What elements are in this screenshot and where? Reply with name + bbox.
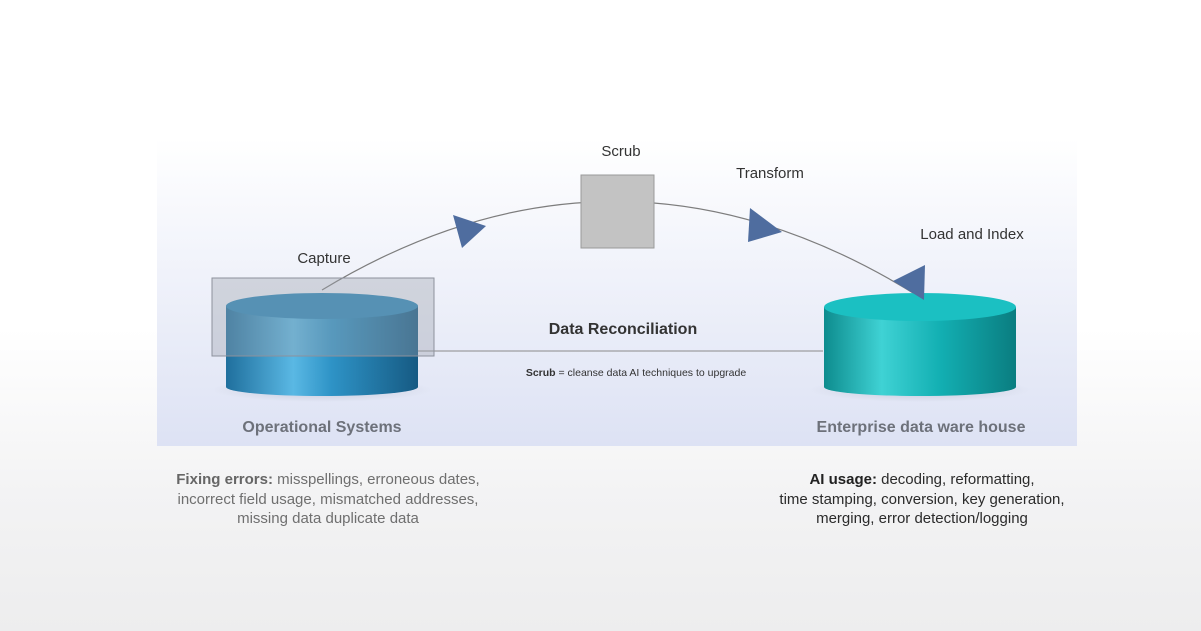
- ai-usage-line-2: time stamping, conversion, key generatio…: [779, 490, 1065, 508]
- source-cylinder: [212, 293, 432, 402]
- fixing-errors-note: Fixing errors: misspellings, erroneous d…: [118, 470, 538, 529]
- source-label: Operational Systems: [242, 419, 401, 436]
- ai-usage-text-1: decoding, reformatting,: [876, 471, 1035, 488]
- fixing-errors-heading: Fixing errors:: [176, 471, 273, 488]
- capture-frame: [211, 277, 435, 357]
- ai-usage-line-1: AI usage: decoding, reformatting,: [712, 470, 1132, 490]
- ai-usage-line-3: merging, error detection/logging: [816, 510, 1028, 527]
- scrub-definition-term: Scrub: [526, 367, 556, 379]
- capture-arrow-icon: [453, 215, 486, 248]
- target-label: Enterprise data ware house: [817, 419, 1026, 436]
- ai-usage-note: AI usage: decoding, reformatting, time s…: [712, 470, 1132, 529]
- fixing-errors-line-2: incorrect field usage, mismatched addres…: [177, 490, 479, 508]
- scrub-box: [580, 174, 655, 249]
- fixing-errors-line-1: Fixing errors: misspellings, erroneous d…: [118, 470, 538, 490]
- target-cylinder: [810, 293, 1030, 402]
- fixing-errors-text-1: misspellings, erroneous dates,: [272, 471, 480, 488]
- scrub-definition-text: = cleanse data AI techniques to upgrade: [556, 367, 747, 379]
- step-label-load: Load and Index: [920, 226, 1024, 243]
- fixing-errors-line-3: missing data duplicate data: [237, 510, 419, 527]
- step-label-scrub: Scrub: [601, 143, 640, 160]
- step-label-transform: Transform: [736, 165, 804, 182]
- load-arrow-icon: [893, 265, 925, 300]
- transform-arrow-icon: [748, 208, 782, 242]
- step-label-capture: Capture: [297, 250, 350, 267]
- scrub-definition: Scrub = cleanse data AI techniques to up…: [526, 367, 747, 379]
- ai-usage-heading: AI usage:: [809, 471, 877, 488]
- reconciliation-title: Data Reconciliation: [549, 321, 697, 338]
